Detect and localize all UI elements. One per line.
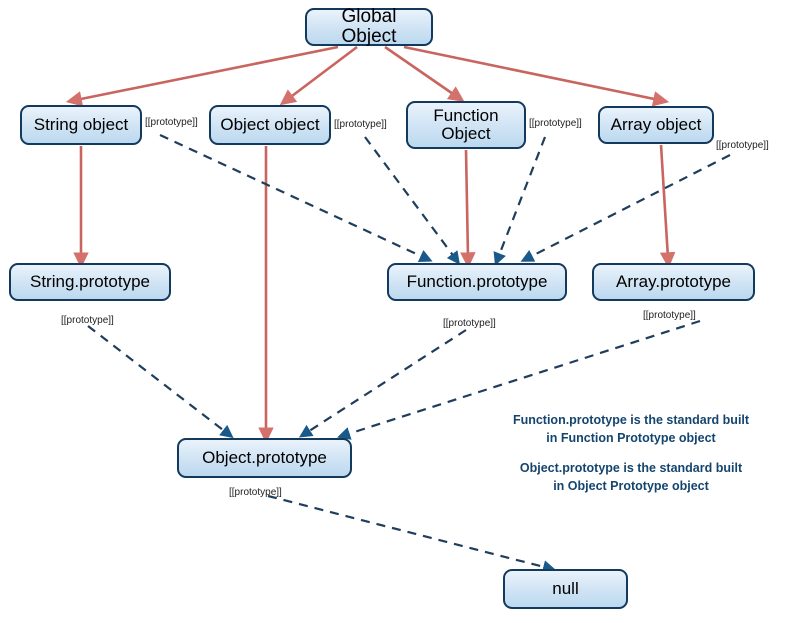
node-function-object[interactable]: Function Object (406, 101, 526, 149)
node-label-function-object: Function Object (433, 106, 499, 143)
edge-object-prototype-to-null (267, 494, 557, 574)
node-label-global-object: Global Object (341, 6, 397, 47)
node-array-prototype[interactable]: Array.prototype (592, 263, 755, 301)
node-object-object[interactable]: Object object (209, 105, 331, 145)
node-label-array-prototype: Array.prototype (616, 272, 731, 292)
tag-object-prototype: [[prototype]] (229, 487, 282, 498)
tag-object-object: [[prototype]] (334, 119, 387, 130)
tag-function-object: [[prototype]] (529, 118, 582, 129)
tag-string-prototype: [[prototype]] (61, 315, 114, 326)
edge-array-object-to-prototype (659, 144, 676, 269)
edge-function-object-to-prototype (460, 149, 476, 269)
tag-array-object: [[prototype]] (716, 140, 769, 151)
solid-edges-group (65, 45, 676, 444)
note-object-prototype: Object.prototype is the standard built i… (519, 461, 743, 494)
node-label-string-prototype: String.prototype (29, 272, 150, 292)
node-function-prototype[interactable]: Function.prototype (387, 263, 567, 301)
node-string-object[interactable]: String object (20, 105, 142, 145)
edge-global-to-array (403, 45, 670, 107)
edge-global-to-function (384, 45, 465, 102)
edge-array-prototype-to-object-prototype (337, 319, 701, 440)
edge-global-to-object (279, 45, 358, 106)
tag-string-object: [[prototype]] (145, 117, 198, 128)
edge-function-prototype-to-object-prototype (298, 329, 467, 438)
node-label-null-node: null (552, 579, 579, 599)
tag-array-prototype: [[prototype]] (643, 310, 696, 321)
node-label-object-object: Object object (220, 115, 320, 135)
edge-object-object-to-function-prototype (364, 136, 460, 265)
edge-global-to-string (65, 45, 339, 107)
edge-string-object-to-function-prototype (159, 134, 433, 262)
dashed-edges-group (87, 134, 731, 574)
node-string-prototype[interactable]: String.prototype (9, 263, 171, 301)
node-array-object[interactable]: Array object (598, 106, 714, 144)
node-label-string-object: String object (33, 115, 129, 135)
node-label-array-object: Array object (610, 115, 702, 135)
node-null-node[interactable]: null (503, 569, 628, 609)
edge-array-object-to-function-prototype (520, 154, 731, 262)
node-global-object[interactable]: Global Object (305, 6, 433, 47)
tag-function-prototype: [[prototype]] (443, 318, 496, 329)
edge-string-prototype-to-object-prototype (87, 325, 234, 439)
node-label-object-prototype: Object.prototype (202, 448, 327, 468)
node-label-function-prototype: Function.prototype (406, 272, 548, 292)
edge-function-object-to-function-prototype (493, 136, 547, 266)
node-object-prototype[interactable]: Object.prototype (177, 438, 352, 478)
note-function-prototype: Function.prototype is the standard built… (512, 413, 750, 446)
